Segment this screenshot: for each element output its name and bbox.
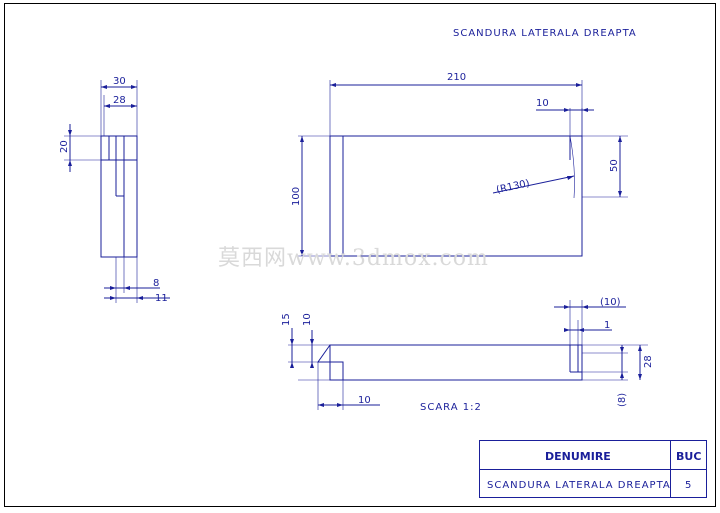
drawing-title: SCANDURA LATERALA DREAPTA [453, 28, 637, 39]
dim-top-10-paren: (10) [600, 297, 621, 308]
dim-front-10: 10 [536, 98, 549, 109]
dim-front-radius: (R130) [495, 178, 530, 196]
dim-top-28: 28 [643, 355, 654, 368]
dim-top-1: 1 [604, 320, 610, 331]
dim-side-28: 28 [113, 95, 126, 106]
scale-label: SCARA 1:2 [420, 402, 482, 413]
dim-top-8-paren: (8) [617, 393, 628, 407]
dim-front-50: 50 [609, 159, 620, 172]
dim-top-15: 15 [281, 313, 292, 326]
dim-side-11: 11 [155, 293, 168, 304]
title-block-header-qty: BUC [676, 450, 701, 463]
title-block-row-qty: 5 [685, 480, 692, 491]
title-block-header-name: DENUMIRE [545, 450, 611, 463]
dim-top-10-bottom: 10 [358, 395, 371, 406]
dim-top-10-left: 10 [302, 313, 313, 326]
side-view [64, 80, 170, 303]
title-block-row-name: SCANDURA LATERALA DREAPTA [487, 480, 671, 491]
dim-front-100: 100 [291, 187, 302, 206]
title-block [479, 440, 707, 498]
top-view [288, 300, 648, 410]
front-view [298, 80, 628, 257]
dim-front-210: 210 [447, 72, 466, 83]
dim-side-20: 20 [59, 140, 70, 153]
watermark: 莫西网www.3dmox.com [218, 246, 489, 271]
dim-side-8: 8 [153, 278, 159, 289]
sheet-border [4, 3, 716, 507]
dim-side-30: 30 [113, 76, 126, 87]
